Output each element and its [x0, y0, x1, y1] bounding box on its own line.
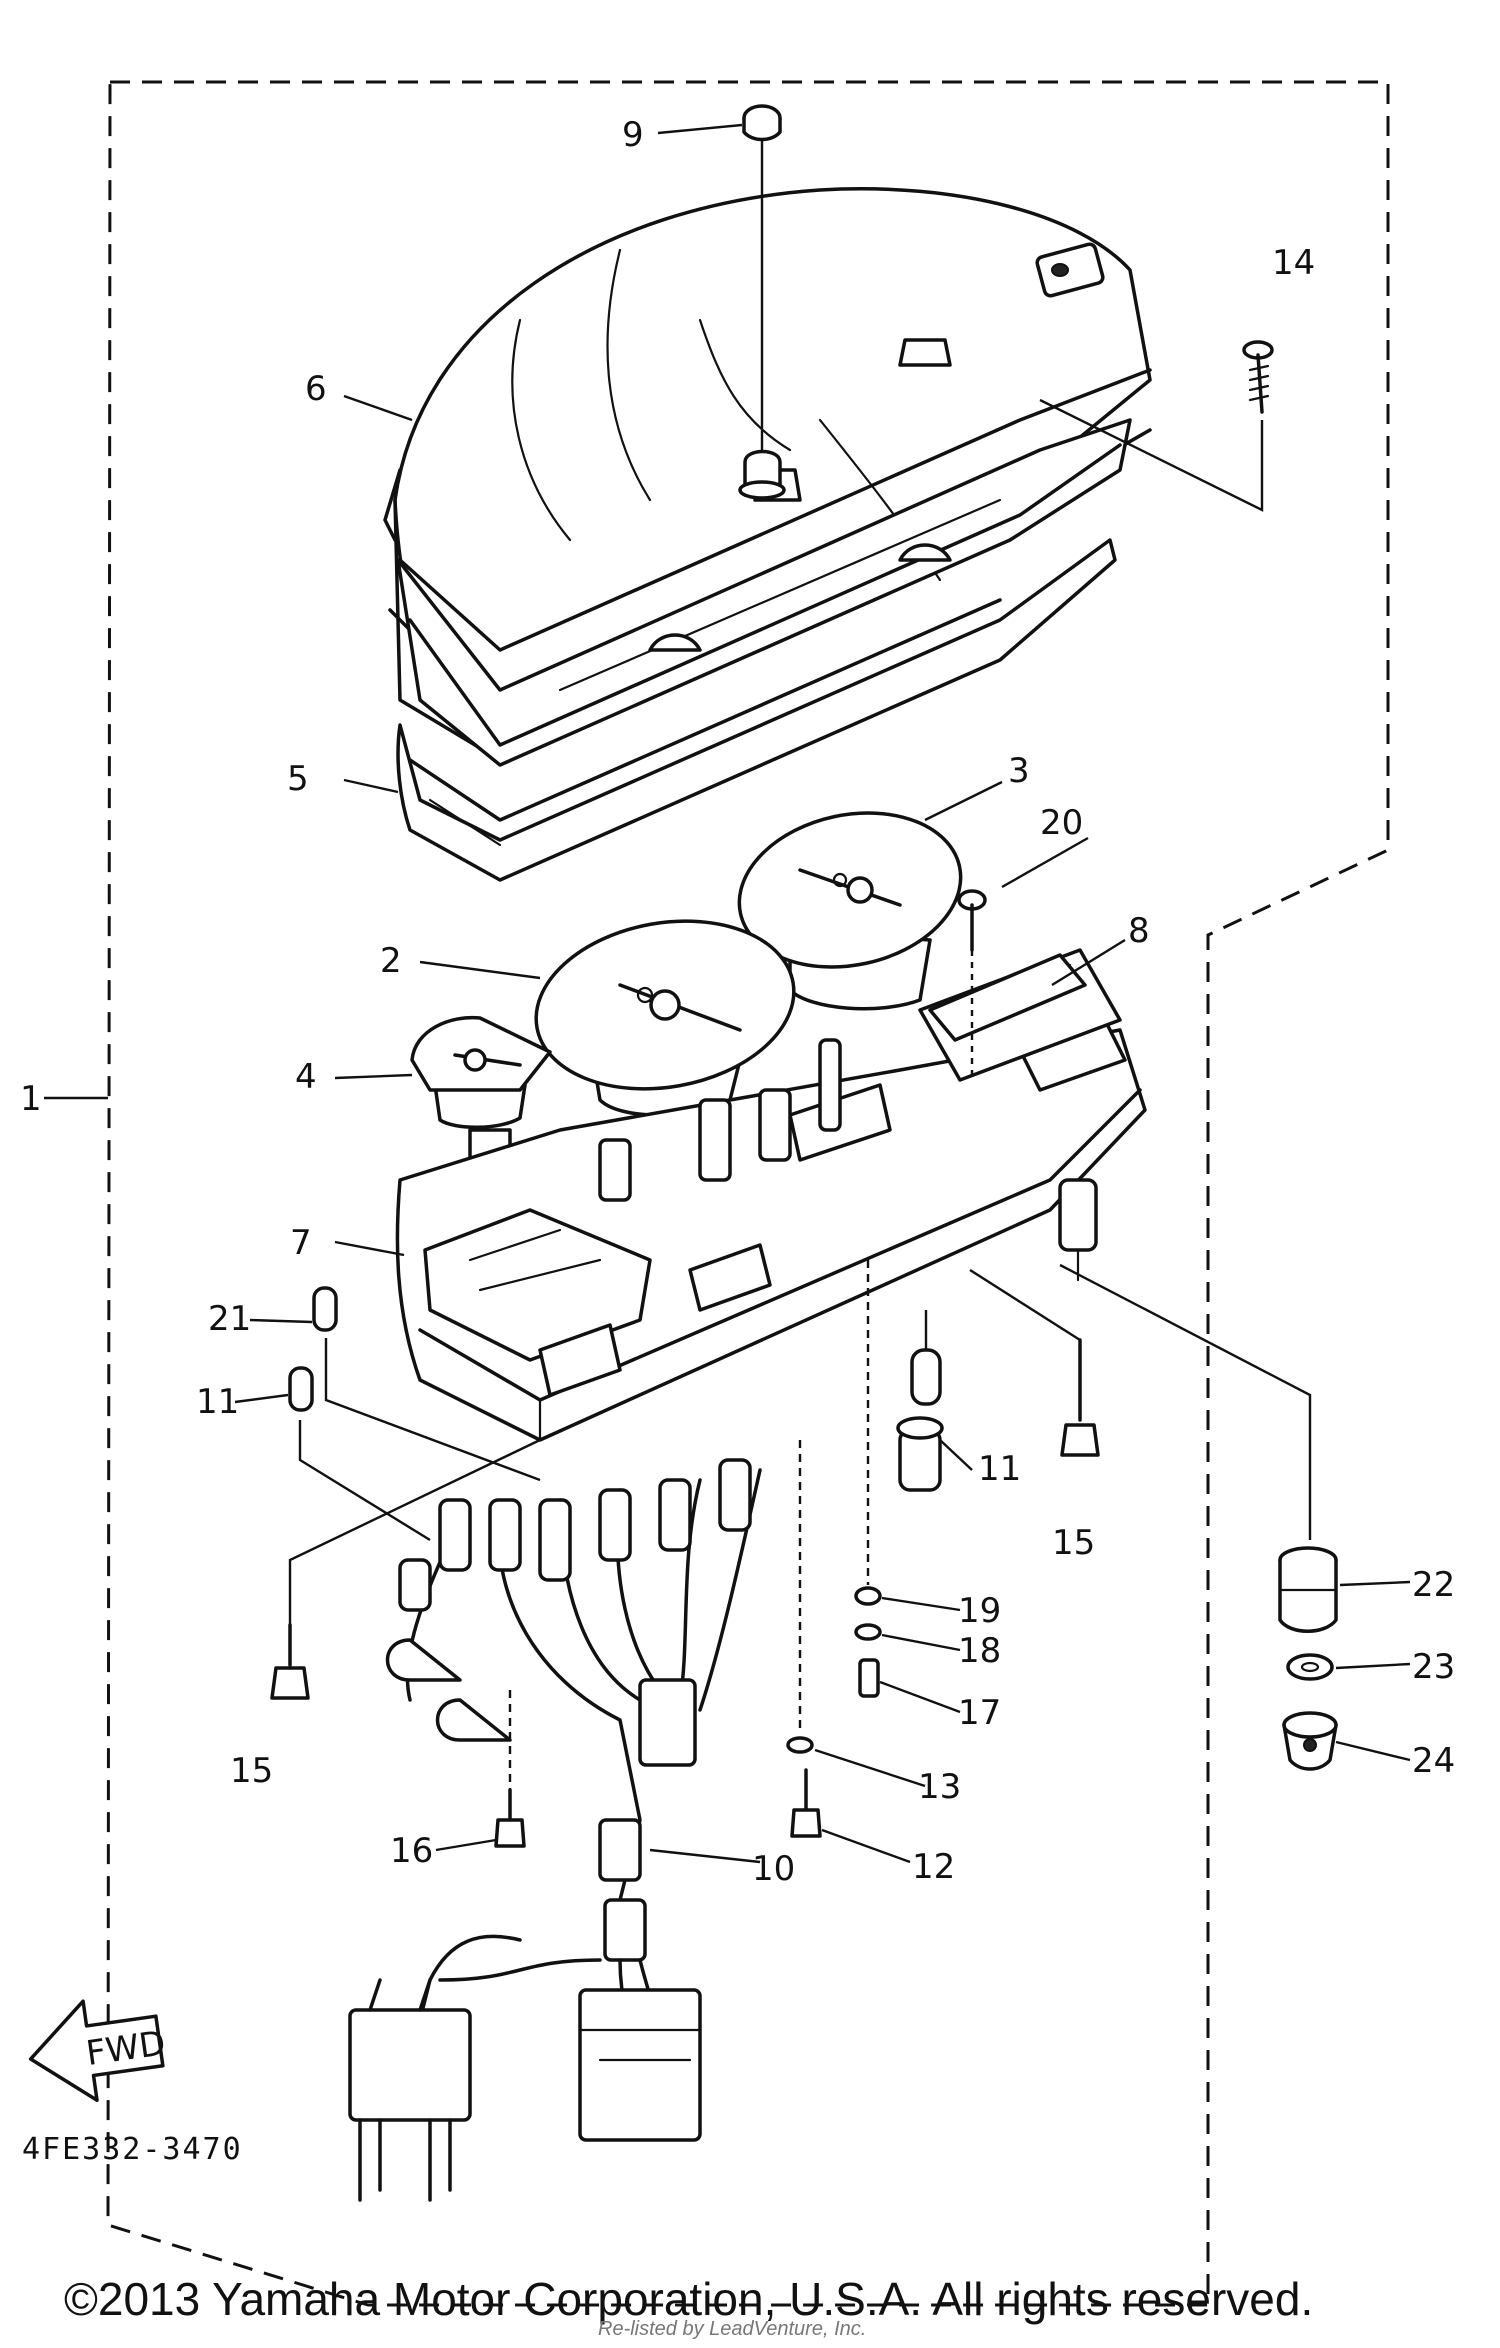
- callout-16: 16: [390, 1831, 433, 1871]
- meter-housing-part-7: [395, 948, 1147, 1442]
- cap-part-9: [738, 104, 786, 500]
- callout-9: 9: [622, 115, 644, 155]
- callout-15-left: 15: [230, 1751, 273, 1791]
- screw-part-16: [494, 1690, 526, 1848]
- bulb-socket-part-11-left: [288, 1366, 431, 1542]
- screw-part-14: [1039, 340, 1274, 512]
- callout-7: 7: [290, 1223, 312, 1263]
- bracket-part-8: [928, 953, 1087, 1042]
- callout-14: 14: [1272, 243, 1315, 283]
- watermark-text: Re-listed by LeadVenture, Inc.: [598, 2318, 867, 2340]
- callout-8: 8: [1128, 911, 1150, 951]
- nut-part-24: [1282, 1711, 1338, 1771]
- speedometer-part-2: [534, 919, 796, 1117]
- callout-6: 6: [305, 369, 327, 409]
- seal-part-5: [396, 538, 1117, 882]
- tachometer-part-3: [737, 811, 963, 1011]
- washer-part-13: [786, 1440, 814, 1754]
- assembly-boundary: [106, 80, 1390, 2307]
- bulb-socket-part-21: [312, 1286, 541, 1482]
- bulb-socket-part-11-right: [896, 1310, 944, 1492]
- diagram-code: 4FE332-3470: [22, 2132, 243, 2167]
- screw-part-15-right: [969, 1268, 1100, 1457]
- callout-labels: 1 2 3 4 5 6 7 8 9 10 11 11 12 13 14 15 1…: [20, 115, 1455, 1889]
- collar-part-23: [1286, 1653, 1334, 1681]
- gauge-part-4: [410, 1015, 552, 1162]
- fwd-arrow: FWD: [28, 1999, 168, 2102]
- callout-22: 22: [1412, 1565, 1455, 1605]
- callout-12: 12: [912, 1847, 955, 1887]
- screw-part-12: [790, 1768, 822, 1838]
- callout-1: 1: [20, 1079, 42, 1119]
- callout-15-right: 15: [1052, 1523, 1095, 1563]
- callout-11-left: 11: [196, 1382, 239, 1422]
- copyright-notice: ©2013 Yamaha Motor Corporation, U.S.A. A…: [64, 2273, 1314, 2325]
- callout-24: 24: [1412, 1741, 1455, 1781]
- callout-17: 17: [958, 1693, 1001, 1733]
- callout-20: 20: [1040, 803, 1083, 843]
- wire-harness-part-10: [348, 1458, 762, 2202]
- callout-10: 10: [752, 1849, 795, 1889]
- callout-21: 21: [208, 1299, 251, 1339]
- nut-part-19: [854, 1260, 882, 1606]
- callout-19: 19: [958, 1591, 1001, 1631]
- callout-2: 2: [380, 941, 402, 981]
- callout-3: 3: [1008, 751, 1030, 791]
- callout-23: 23: [1412, 1647, 1455, 1687]
- callout-13: 13: [918, 1767, 961, 1807]
- meter-case-lower-part: [396, 418, 1132, 767]
- screw-part-15-left: [270, 1438, 541, 1700]
- callout-4: 4: [295, 1057, 317, 1097]
- callout-leaders: [44, 123, 1411, 1864]
- washer-part-18: [854, 1623, 882, 1641]
- callout-18: 18: [958, 1631, 1001, 1671]
- screw-part-20: [957, 889, 987, 1080]
- callout-5: 5: [287, 759, 309, 799]
- screw-part-17: [858, 1658, 880, 1698]
- grommet-part-22: [1059, 1263, 1338, 1633]
- callout-11-right: 11: [978, 1449, 1021, 1489]
